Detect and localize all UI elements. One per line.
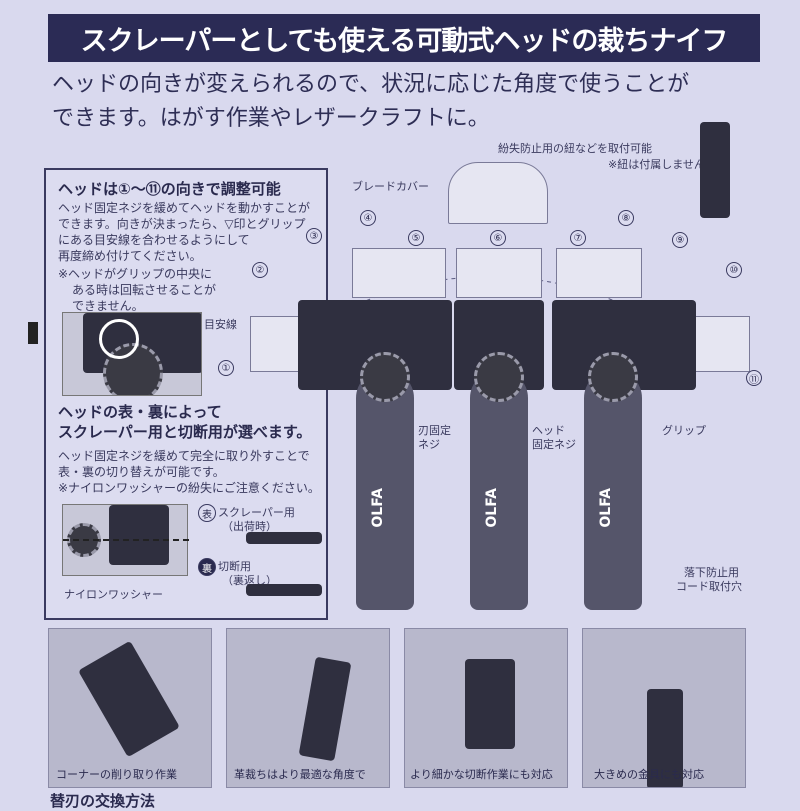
note-line: できません。 <box>72 299 144 313</box>
position-1: ① <box>218 360 234 376</box>
text-line: 再度締め付けてください。 <box>58 249 202 263</box>
cord-hole-label: 落下防止用 コード取付穴 <box>676 566 742 594</box>
head-right <box>556 248 642 298</box>
bottom-heading: 替刃の交換方法 <box>50 792 156 810</box>
label-line: 固定ネジ <box>532 438 576 451</box>
head-screw-right <box>588 352 638 402</box>
grip-left <box>356 370 414 610</box>
position-6: ⑥ <box>490 230 506 246</box>
head-screw-left <box>360 352 410 402</box>
lanyard-note: 紛失防止用の紐などを取付可能 <box>498 142 652 155</box>
note-line: ある時は回転させることが <box>72 283 217 297</box>
brand-logo: OLFA <box>370 488 386 528</box>
label-line: 刃固定 <box>418 424 451 437</box>
front-label: スクレーパー用 <box>218 506 295 519</box>
washer-illustration <box>62 504 189 576</box>
blade-cover-label: ブレードカバー <box>352 180 429 193</box>
note-line: ※ヘッドがグリップの中央に <box>58 267 213 281</box>
heading-line: スクレーパー用と切断用が選べます。 <box>58 423 312 441</box>
guide-line-illustration <box>62 312 202 396</box>
grip-label: グリップ <box>662 424 706 437</box>
info-box: ヘッドは①～⑪の向きで調整可能 ヘッド固定ネジを緩めてヘッドを動かすことが でき… <box>44 168 328 620</box>
photo-large-hardware <box>582 628 746 788</box>
text-line: ヘッド固定ネジを緩めて完全に取り外すことで <box>58 449 310 463</box>
brand-logo: OLFA <box>598 488 614 528</box>
head-side-right <box>690 316 750 372</box>
intro-line: できます。はがす作業やレザークラフトに。 <box>52 106 490 131</box>
position-2: ② <box>252 262 268 278</box>
page-title: スクレーパーとしても使える可動式ヘッドの裁ちナイフ <box>48 14 760 62</box>
adjust-heading: ヘッドは①～⑪の向きで調整可能 <box>58 180 281 198</box>
front-badge: 表 <box>198 504 216 522</box>
washer-label: ナイロンワッシャー <box>64 588 163 601</box>
position-10: ⑩ <box>726 262 742 278</box>
head-left <box>352 248 446 298</box>
front-blade-illustration <box>246 532 322 544</box>
back-blade-illustration <box>246 584 322 596</box>
text-line: にある目安線を合わせるようにして <box>58 233 250 247</box>
grip-right <box>584 370 642 610</box>
position-3: ③ <box>306 228 322 244</box>
label-line: コード取付穴 <box>676 580 742 593</box>
grip-center <box>470 370 528 610</box>
caption-2: 革裁ちはより最適な角度で <box>234 768 366 781</box>
position-9: ⑨ <box>672 232 688 248</box>
intro-line: ヘッドの向きが変えられるので、状況に応じた角度で使うことが <box>52 72 690 97</box>
note-line: ※ナイロンワッシャーの紛失にご注意ください。 <box>58 481 320 495</box>
position-7: ⑦ <box>570 230 586 246</box>
back-sub: （裏返し） <box>222 574 277 587</box>
edge-mark <box>28 322 38 344</box>
label-line: ネジ <box>418 438 440 451</box>
back-badge: 裏 <box>198 558 216 576</box>
label-line: ヘッド <box>532 424 565 437</box>
photo-corner-scraping <box>48 628 212 788</box>
photo-fine-cutting <box>404 628 568 788</box>
position-4: ④ <box>360 210 376 226</box>
text-line: できます。向きが決まったら、▽印とグリップ <box>58 217 306 231</box>
front-sub: （出荷時） <box>222 520 277 533</box>
caption-3: より細かな切断作業にも対応 <box>410 768 553 781</box>
position-11: ⑪ <box>746 370 762 386</box>
blade-cover <box>448 162 548 224</box>
intro-text: ヘッドの向きが変えられるので、状況に応じた角度で使うことが できます。はがす作業… <box>52 68 752 136</box>
lanyard-illustration <box>700 122 730 218</box>
head-screw-center <box>474 352 524 402</box>
text-line: 表・裏の切り替えが可能です。 <box>58 465 225 479</box>
head-screw-label: ヘッド 固定ネジ <box>532 424 576 452</box>
lanyard-sub: ※紐は付属しません <box>608 158 705 171</box>
text-line: ヘッド固定ネジを緩めてヘッドを動かすことが <box>58 201 311 215</box>
photo-leather-cutting <box>226 628 390 788</box>
position-8: ⑧ <box>618 210 634 226</box>
back-label: 切断用 <box>218 560 251 573</box>
blade-screw-label: 刃固定 ネジ <box>418 424 451 452</box>
position-5: ⑤ <box>408 230 424 246</box>
brand-logo: OLFA <box>484 488 500 528</box>
caption-4: 大きめの金具にも対応 <box>594 768 704 781</box>
head-center <box>456 248 542 298</box>
label-line: 落下防止用 <box>684 566 739 579</box>
guide-line-label: 目安線 <box>204 318 237 331</box>
heading-line: ヘッドの表・裏によって <box>58 403 222 421</box>
caption-1: コーナーの削り取り作業 <box>56 768 177 781</box>
